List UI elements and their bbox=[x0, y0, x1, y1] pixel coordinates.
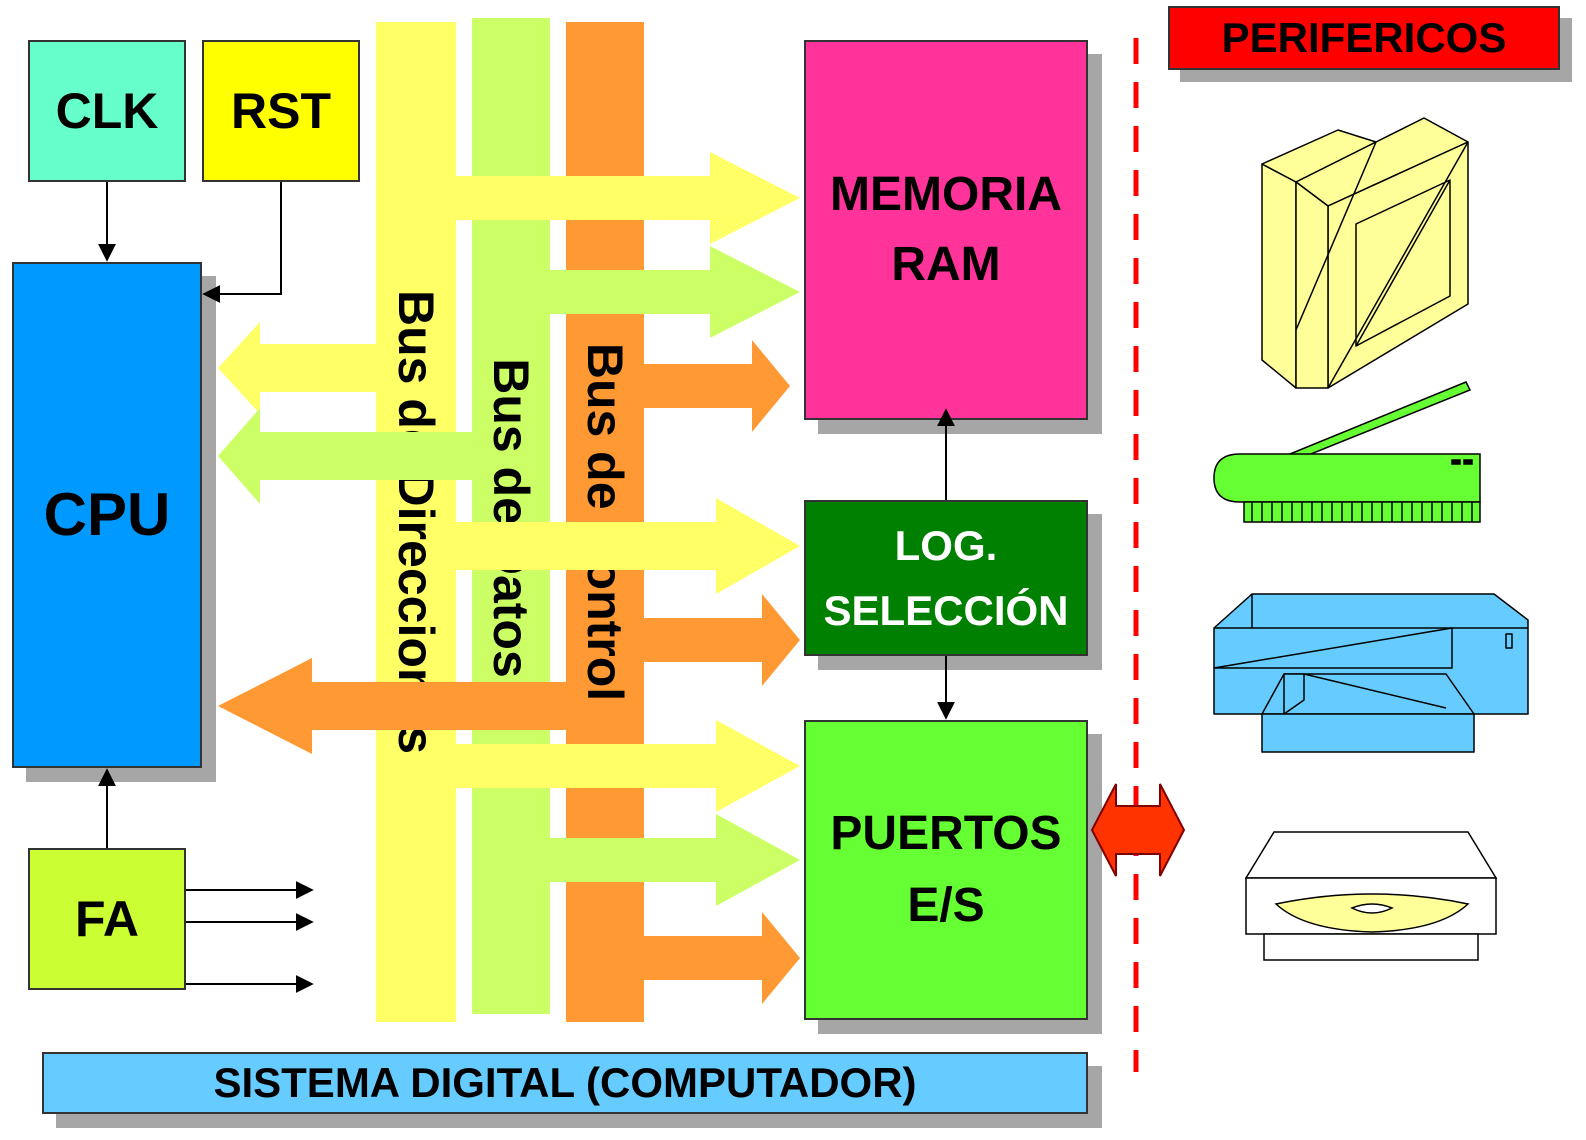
memory-ram-block: MEMORIA RAM bbox=[804, 40, 1088, 420]
address-to-ports-arrow bbox=[456, 720, 800, 812]
clk-block: CLK bbox=[28, 40, 186, 182]
printer-icon bbox=[1213, 593, 1529, 753]
system-title-bar: SISTEMA DIGITAL (COMPUTADOR) bbox=[42, 1052, 1088, 1114]
select-label-line2: SELECCIÓN bbox=[823, 587, 1069, 634]
io-ports-block: PUERTOS E/S bbox=[804, 720, 1088, 1020]
rst-to-cpu-line bbox=[202, 182, 282, 303]
memory-label-line1: MEMORIA bbox=[830, 168, 1062, 222]
rst-block: RST bbox=[202, 40, 360, 182]
fa-label: FA bbox=[75, 890, 139, 947]
peripherals-title-box: PERIFERICOS bbox=[1168, 6, 1560, 70]
address-to-selection-arrow bbox=[456, 498, 800, 594]
peripherals-title: PERIFERICOS bbox=[1221, 13, 1507, 61]
cpu-label: CPU bbox=[43, 481, 171, 548]
cpu-block: CPU bbox=[12, 262, 202, 768]
control-to-selection-arrow bbox=[644, 594, 800, 686]
ports-label-line1: PUERTOS bbox=[830, 807, 1062, 860]
address-to-memory-arrow bbox=[456, 152, 800, 244]
control-to-ports-arrow bbox=[644, 912, 800, 1004]
clk-label: CLK bbox=[55, 82, 159, 139]
fa-block: FA bbox=[28, 848, 186, 990]
ports-label-line2: E/S bbox=[907, 879, 985, 932]
system-title: SISTEMA DIGITAL (COMPUTADOR) bbox=[213, 1058, 917, 1106]
rst-label: RST bbox=[231, 82, 331, 139]
io-bidirectional-arrow bbox=[1090, 783, 1186, 877]
data-to-memory-arrow bbox=[550, 246, 800, 338]
cd-drive-icon bbox=[1244, 831, 1498, 961]
data-to-cpu-arrow bbox=[218, 408, 472, 504]
selection-logic-block: LOG. SELECCIÓN bbox=[804, 500, 1088, 656]
memory-label-line2: RAM bbox=[891, 238, 1001, 291]
computer-tower-icon bbox=[1261, 117, 1469, 389]
data-to-ports-arrow bbox=[550, 814, 800, 906]
address-to-cpu-arrow bbox=[218, 322, 376, 414]
address-bus: Bus de Direcciones bbox=[376, 22, 456, 1022]
control-to-memory-arrow bbox=[644, 340, 790, 432]
select-label-line1: LOG. bbox=[894, 521, 998, 569]
control-to-cpu-arrow bbox=[218, 658, 566, 754]
scanner-icon bbox=[1213, 381, 1481, 523]
